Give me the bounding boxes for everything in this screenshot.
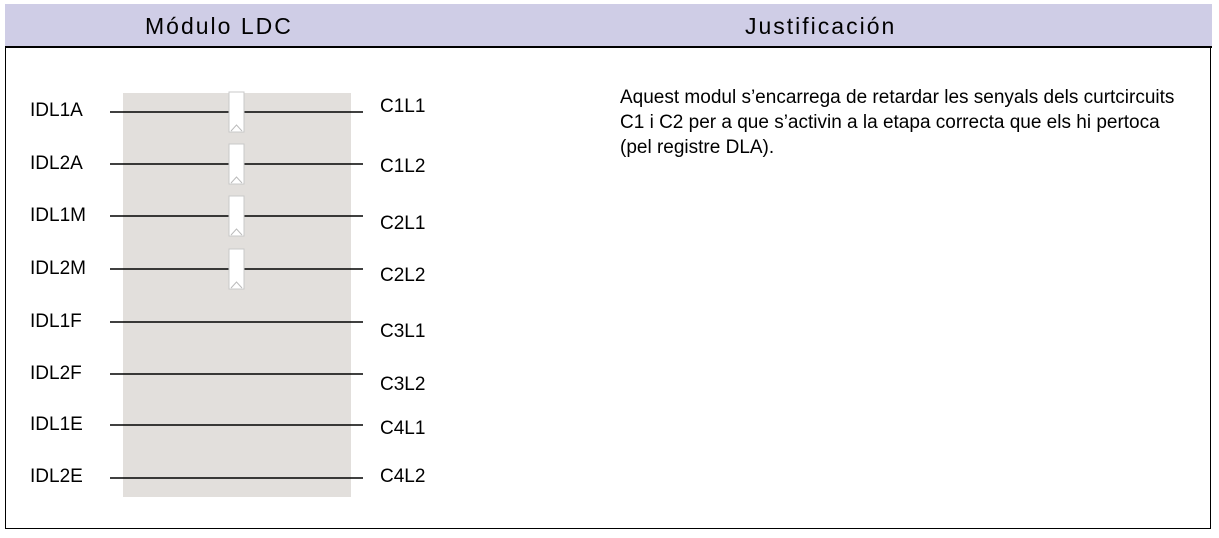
output-signal-label: C3L1 (380, 321, 426, 342)
output-signal-label: C2L1 (380, 213, 426, 234)
module-column-title: Módulo LDC (145, 13, 293, 39)
output-signal-label: C1L1 (380, 96, 426, 117)
justification-text: Aquest modul s’encarrega de retardar les… (620, 87, 1175, 158)
input-signal-label: IDL1A (30, 100, 83, 121)
output-signal-label: C4L2 (380, 466, 426, 487)
input-signal-label: IDL1M (30, 205, 86, 226)
input-signal-label: IDL2M (30, 258, 86, 279)
input-signal-label: IDL2F (30, 363, 82, 384)
delay-element (228, 91, 245, 133)
delay-element (228, 143, 245, 185)
justification-column-title: Justificación (745, 13, 897, 39)
output-signal-label: C2L2 (380, 265, 426, 286)
delay-element (228, 195, 245, 237)
input-signal-label: IDL1E (30, 414, 83, 435)
output-signal-label: C1L2 (380, 156, 426, 177)
output-signal-label: C3L2 (380, 374, 426, 395)
input-signal-label: IDL2E (30, 466, 83, 487)
input-signal-label: IDL2A (30, 153, 83, 174)
content-frame (5, 47, 1211, 529)
delay-element (228, 248, 245, 290)
output-signal-label: C4L1 (380, 418, 426, 439)
table-header: Módulo LDC Justificación (5, 4, 1212, 48)
input-signal-label: IDL1F (30, 311, 82, 332)
